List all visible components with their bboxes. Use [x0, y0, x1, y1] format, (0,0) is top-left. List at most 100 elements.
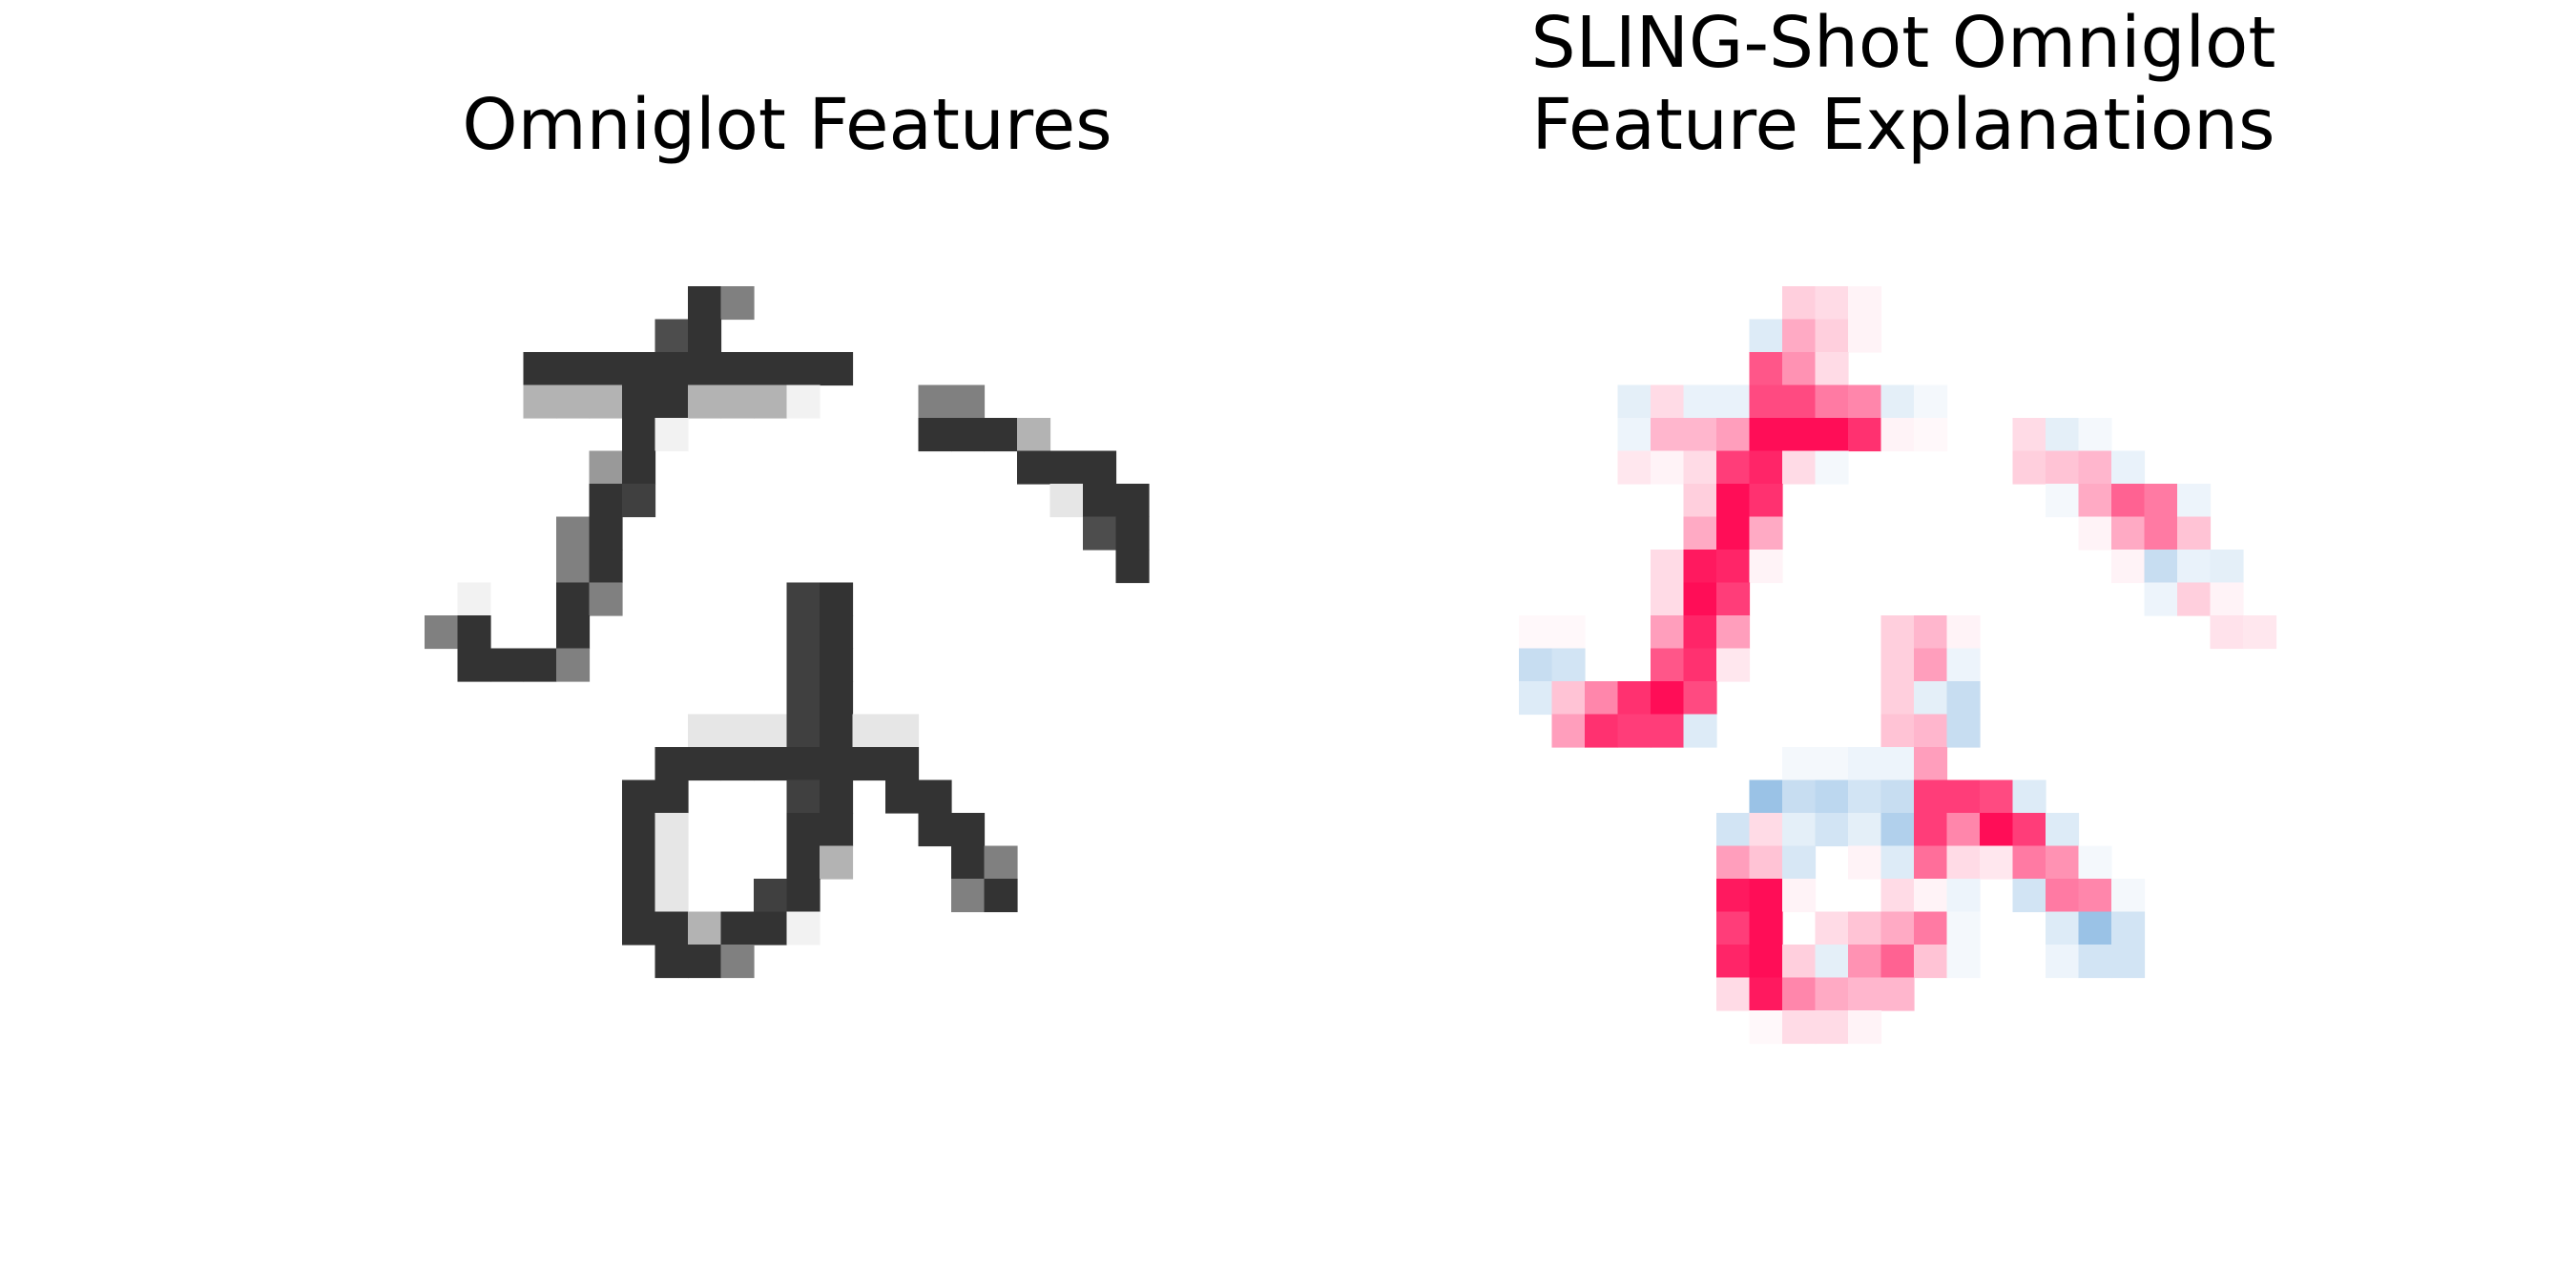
heatmap-cell — [589, 384, 623, 419]
heatmap-cell — [688, 911, 722, 945]
heatmap-cell — [2078, 911, 2112, 945]
heatmap-cell — [1651, 384, 1685, 419]
heatmap-cell — [852, 747, 886, 781]
heatmap-cell — [1914, 418, 1948, 452]
heatmap-cell — [2078, 516, 2112, 551]
heatmap-cell — [1749, 450, 1783, 485]
heatmap-cell — [2144, 582, 2178, 616]
heatmap-cell — [654, 384, 689, 419]
heatmap-cell — [688, 714, 722, 748]
heatmap-cell — [820, 747, 854, 781]
heatmap-cell — [1946, 779, 1981, 814]
heatmap-cell — [1815, 418, 1849, 452]
heatmap-cell — [1815, 747, 1849, 781]
heatmap-cell — [1848, 1010, 1882, 1045]
heatmap-cell — [720, 747, 755, 781]
heatmap-cell — [1782, 450, 1817, 485]
heatmap-cell — [2177, 516, 2212, 551]
heatmap-cell — [1083, 484, 1117, 518]
heatmap-cell — [1049, 450, 1084, 485]
heatmap-cell — [820, 615, 854, 650]
heatmap-cell — [2144, 516, 2178, 551]
heatmap-cell — [1815, 319, 1849, 353]
heatmap-cell — [720, 352, 755, 386]
heatmap-cell — [1946, 681, 1981, 716]
heatmap-cell — [820, 813, 854, 847]
heatmap-cell — [786, 582, 821, 616]
heatmap-cell — [1617, 450, 1652, 485]
heatmap-cell — [1914, 879, 1948, 913]
heatmap-cell — [1914, 714, 1948, 748]
heatmap-cell — [2111, 879, 2146, 913]
heatmap-cell — [1848, 977, 1882, 1011]
heatmap-cell — [1716, 879, 1751, 913]
heatmap-cell — [2111, 484, 2146, 518]
heatmap-cell — [1914, 384, 1948, 419]
heatmap-cell — [654, 945, 689, 979]
heatmap-cell — [820, 779, 854, 814]
heatmap-cell — [1880, 879, 1915, 913]
heatmap-cell — [1815, 286, 1849, 321]
heatmap-cell — [1782, 945, 1817, 979]
heatmap-cell — [2012, 418, 2046, 452]
heatmap-cell — [1980, 779, 2014, 814]
heatmap-cell — [1716, 418, 1751, 452]
heatmap-cell — [1848, 845, 1882, 880]
heatmap-cell — [654, 845, 689, 880]
heatmap-cell — [556, 582, 591, 616]
heatmap-cell — [1716, 911, 1751, 945]
heatmap-cell — [1683, 550, 1717, 584]
heatmap-cell — [425, 615, 459, 650]
heatmap-cell — [2012, 779, 2046, 814]
heatmap-cell — [1914, 813, 1948, 847]
heatmap-cell — [556, 615, 591, 650]
right-panel-title: SLING-Shot Omniglot Feature Explanations — [1530, 2, 2276, 166]
heatmap-cell — [1848, 911, 1882, 945]
heatmap-cell — [589, 484, 623, 518]
heatmap-cell — [1848, 418, 1882, 452]
heatmap-cell — [1716, 516, 1751, 551]
heatmap-cell — [2078, 484, 2112, 518]
heatmap-cell — [1617, 384, 1652, 419]
heatmap-cell — [1880, 945, 1915, 979]
heatmap-cell — [1848, 319, 1882, 353]
heatmap-cell — [1716, 384, 1751, 419]
heatmap-cell — [1519, 681, 1553, 716]
heatmap-cell — [754, 384, 788, 419]
heatmap-cell — [622, 418, 656, 452]
heatmap-cell — [1946, 813, 1981, 847]
heatmap-cell — [786, 779, 821, 814]
heatmap-cell — [2078, 418, 2112, 452]
heatmap-cell — [2078, 450, 2112, 485]
heatmap-cell — [1519, 648, 1553, 682]
heatmap-cell — [951, 384, 986, 419]
heatmap-cell — [1749, 319, 1783, 353]
heatmap-cell — [1880, 813, 1915, 847]
heatmap-cell — [1880, 747, 1915, 781]
heatmap-cell — [1914, 681, 1948, 716]
heatmap-cell — [2046, 845, 2080, 880]
heatmap-cell — [1651, 615, 1685, 650]
heatmap-cell — [2046, 450, 2080, 485]
heatmap-cell — [1749, 1010, 1783, 1045]
heatmap-cell — [1880, 977, 1915, 1011]
heatmap-cell — [1914, 779, 1948, 814]
heatmap-cell — [1749, 945, 1783, 979]
heatmap-cell — [2210, 615, 2244, 650]
heatmap-cell — [786, 615, 821, 650]
heatmap-cell — [1115, 484, 1150, 518]
heatmap-cell — [1815, 977, 1849, 1011]
heatmap-cell — [589, 582, 623, 616]
heatmap-cell — [457, 582, 491, 616]
heatmap-cell — [2012, 845, 2046, 880]
heatmap-cell — [1749, 384, 1783, 419]
heatmap-cell — [622, 450, 656, 485]
heatmap-cell — [1683, 418, 1717, 452]
heatmap-cell — [490, 648, 525, 682]
heatmap-cell — [754, 747, 788, 781]
heatmap-cell — [786, 714, 821, 748]
heatmap-cell — [786, 911, 821, 945]
heatmap-cell — [1848, 286, 1882, 321]
heatmap-cell — [820, 845, 854, 880]
heatmap-cell — [786, 845, 821, 880]
